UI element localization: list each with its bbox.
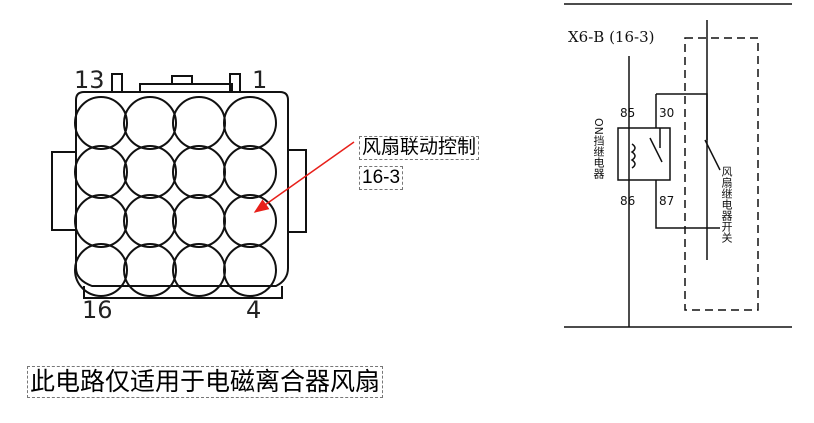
- relay-schematic: X6-B (16-3) 85 30 86 87 ON挡继电器 风扇继电器开关: [560, 0, 814, 335]
- connector-outline: [51, 73, 307, 299]
- callout-title: 风扇联动控制: [359, 136, 480, 160]
- pin-label-1: 1: [252, 66, 268, 94]
- connector-diagram: 13 1 16 4: [44, 54, 320, 322]
- footer-note: 此电路仅适用于电磁离合器风扇: [27, 366, 384, 398]
- pin-85: 85: [620, 106, 636, 120]
- pin-label-13: 13: [74, 66, 105, 94]
- pin-label-4: 4: [246, 296, 262, 324]
- connector-ref: X6-B (16-3): [568, 28, 655, 46]
- callout-code: 16-3: [359, 166, 404, 190]
- switch-label: 风扇继电器开关: [720, 166, 733, 243]
- relay-label: ON挡继电器: [592, 118, 605, 179]
- pin-label-16: 16: [82, 296, 113, 324]
- schematic-lines: [564, 3, 792, 328]
- pin-30: 30: [659, 106, 675, 120]
- pin-86: 86: [620, 194, 636, 208]
- pin-grid: [74, 96, 277, 297]
- pin-87: 87: [659, 194, 675, 208]
